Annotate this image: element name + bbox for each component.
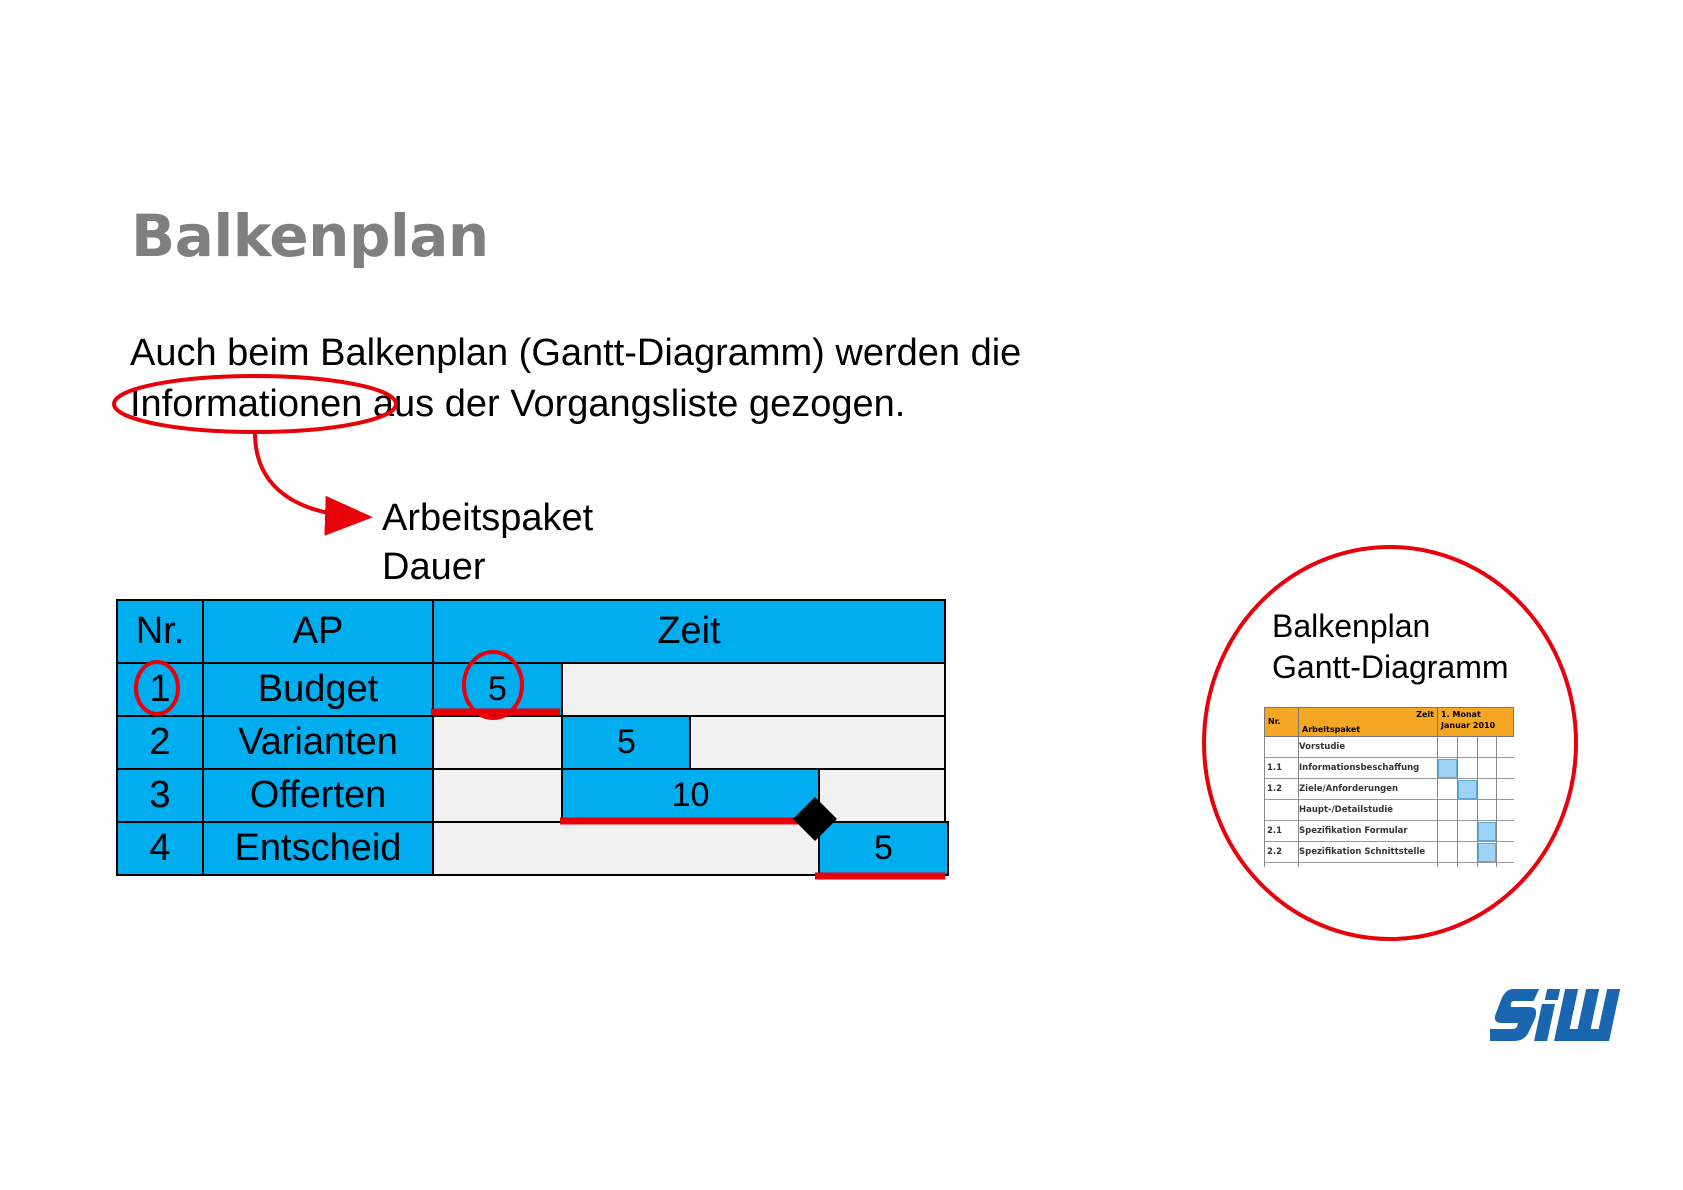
inset-header-period-label: 1. Monat: [1441, 710, 1481, 719]
row-3-ap: Offerten: [202, 768, 434, 823]
intro-text-line-2: Informationen aus der Vorgangsliste gezo…: [130, 383, 906, 425]
derived-label-dauer: Dauer: [382, 546, 486, 588]
inset-row-ap: Vorstudie: [1299, 742, 1346, 752]
inset-header-period-sub: Januar 2010: [1441, 721, 1496, 730]
highlight-arrow: [253, 432, 373, 536]
row-2-duration-bar: 5: [561, 715, 692, 770]
inset-table-row: 2.2 Spezifikation Schnittstelle: [1264, 842, 1514, 863]
inset-bar-2-2: [1478, 843, 1496, 862]
intro-text-line-1: Auch beim Balkenplan (Gantt-Diagramm) we…: [130, 332, 1022, 374]
row-3-empty-before: [432, 768, 563, 823]
row-1-duration-bar: 5: [432, 662, 563, 717]
inset-gantt-thumbnail: Nr. Zeit Arbeitspaket 1. Monat Januar 20…: [1264, 707, 1514, 867]
inset-bar-1-2: [1458, 780, 1477, 799]
row-2-ap: Varianten: [202, 715, 434, 770]
row-4-empty-before: [432, 821, 820, 876]
inset-header-period: 1. Monat Januar 2010: [1437, 707, 1514, 737]
siw-logo: [1490, 989, 1621, 1041]
page-title: Balkenplan: [131, 202, 489, 270]
inset-table-row: 2.1 Spezifikation Formular: [1264, 821, 1514, 842]
inset-table-row: Haupt-/Detailstudie: [1264, 800, 1514, 821]
inset-row-nr: 2.2: [1267, 847, 1283, 857]
row-1-ap: Budget: [202, 662, 434, 717]
inset-header-nr-label: Nr.: [1268, 717, 1281, 726]
inset-row-ap: Spezifikation Schnittstelle: [1299, 847, 1426, 857]
row-1-empty-after: [561, 662, 946, 717]
inset-row-nr: 2.1: [1267, 826, 1283, 836]
header-ap: AP: [202, 599, 434, 664]
inset-title-line-1: Balkenplan: [1272, 608, 1431, 644]
inset-table-row: Vorstudie: [1264, 737, 1514, 758]
row-2-nr: 2: [116, 715, 204, 770]
row-2-empty-before: [432, 715, 563, 770]
inset-row-ap: Haupt-/Detailstudie: [1299, 805, 1394, 815]
inset-bar-1-1: [1438, 759, 1457, 778]
inset-table-row: 1.2 Ziele/Anforderungen: [1264, 779, 1514, 800]
row-4-duration-bar: 5: [818, 821, 949, 876]
row-1-nr: 1: [116, 662, 204, 717]
header-zeit: Zeit: [432, 599, 946, 664]
inset-row-ap: Ziele/Anforderungen: [1299, 784, 1399, 794]
header-nr: Nr.: [116, 599, 204, 664]
inset-row-nr: 1.1: [1267, 763, 1283, 773]
inset-header-zeit-label: Zeit: [1416, 710, 1434, 719]
inset-row-ap: Informationsbeschaffung: [1299, 763, 1420, 773]
inset-title-line-2: Gantt-Diagramm: [1272, 649, 1509, 685]
derived-label-arbeitspaket: Arbeitspaket: [382, 497, 594, 539]
inset-header-nr: Nr.: [1264, 707, 1299, 737]
row-3-duration-bar: 10: [561, 768, 820, 823]
row-2-empty-after: [689, 715, 946, 770]
inset-bar-2-1: [1478, 822, 1496, 841]
inset-row-nr: 1.2: [1267, 784, 1283, 794]
row-4-ap: Entscheid: [202, 821, 434, 876]
inset-row-ap: Spezifikation Formular: [1299, 826, 1408, 836]
inset-header-arbeitspaket: Zeit Arbeitspaket: [1298, 707, 1438, 737]
row-3-nr: 3: [116, 768, 204, 823]
inset-header-ap-label: Arbeitspaket: [1302, 725, 1361, 734]
row-4-nr: 4: [116, 821, 204, 876]
row-3-empty-after: [818, 768, 946, 823]
